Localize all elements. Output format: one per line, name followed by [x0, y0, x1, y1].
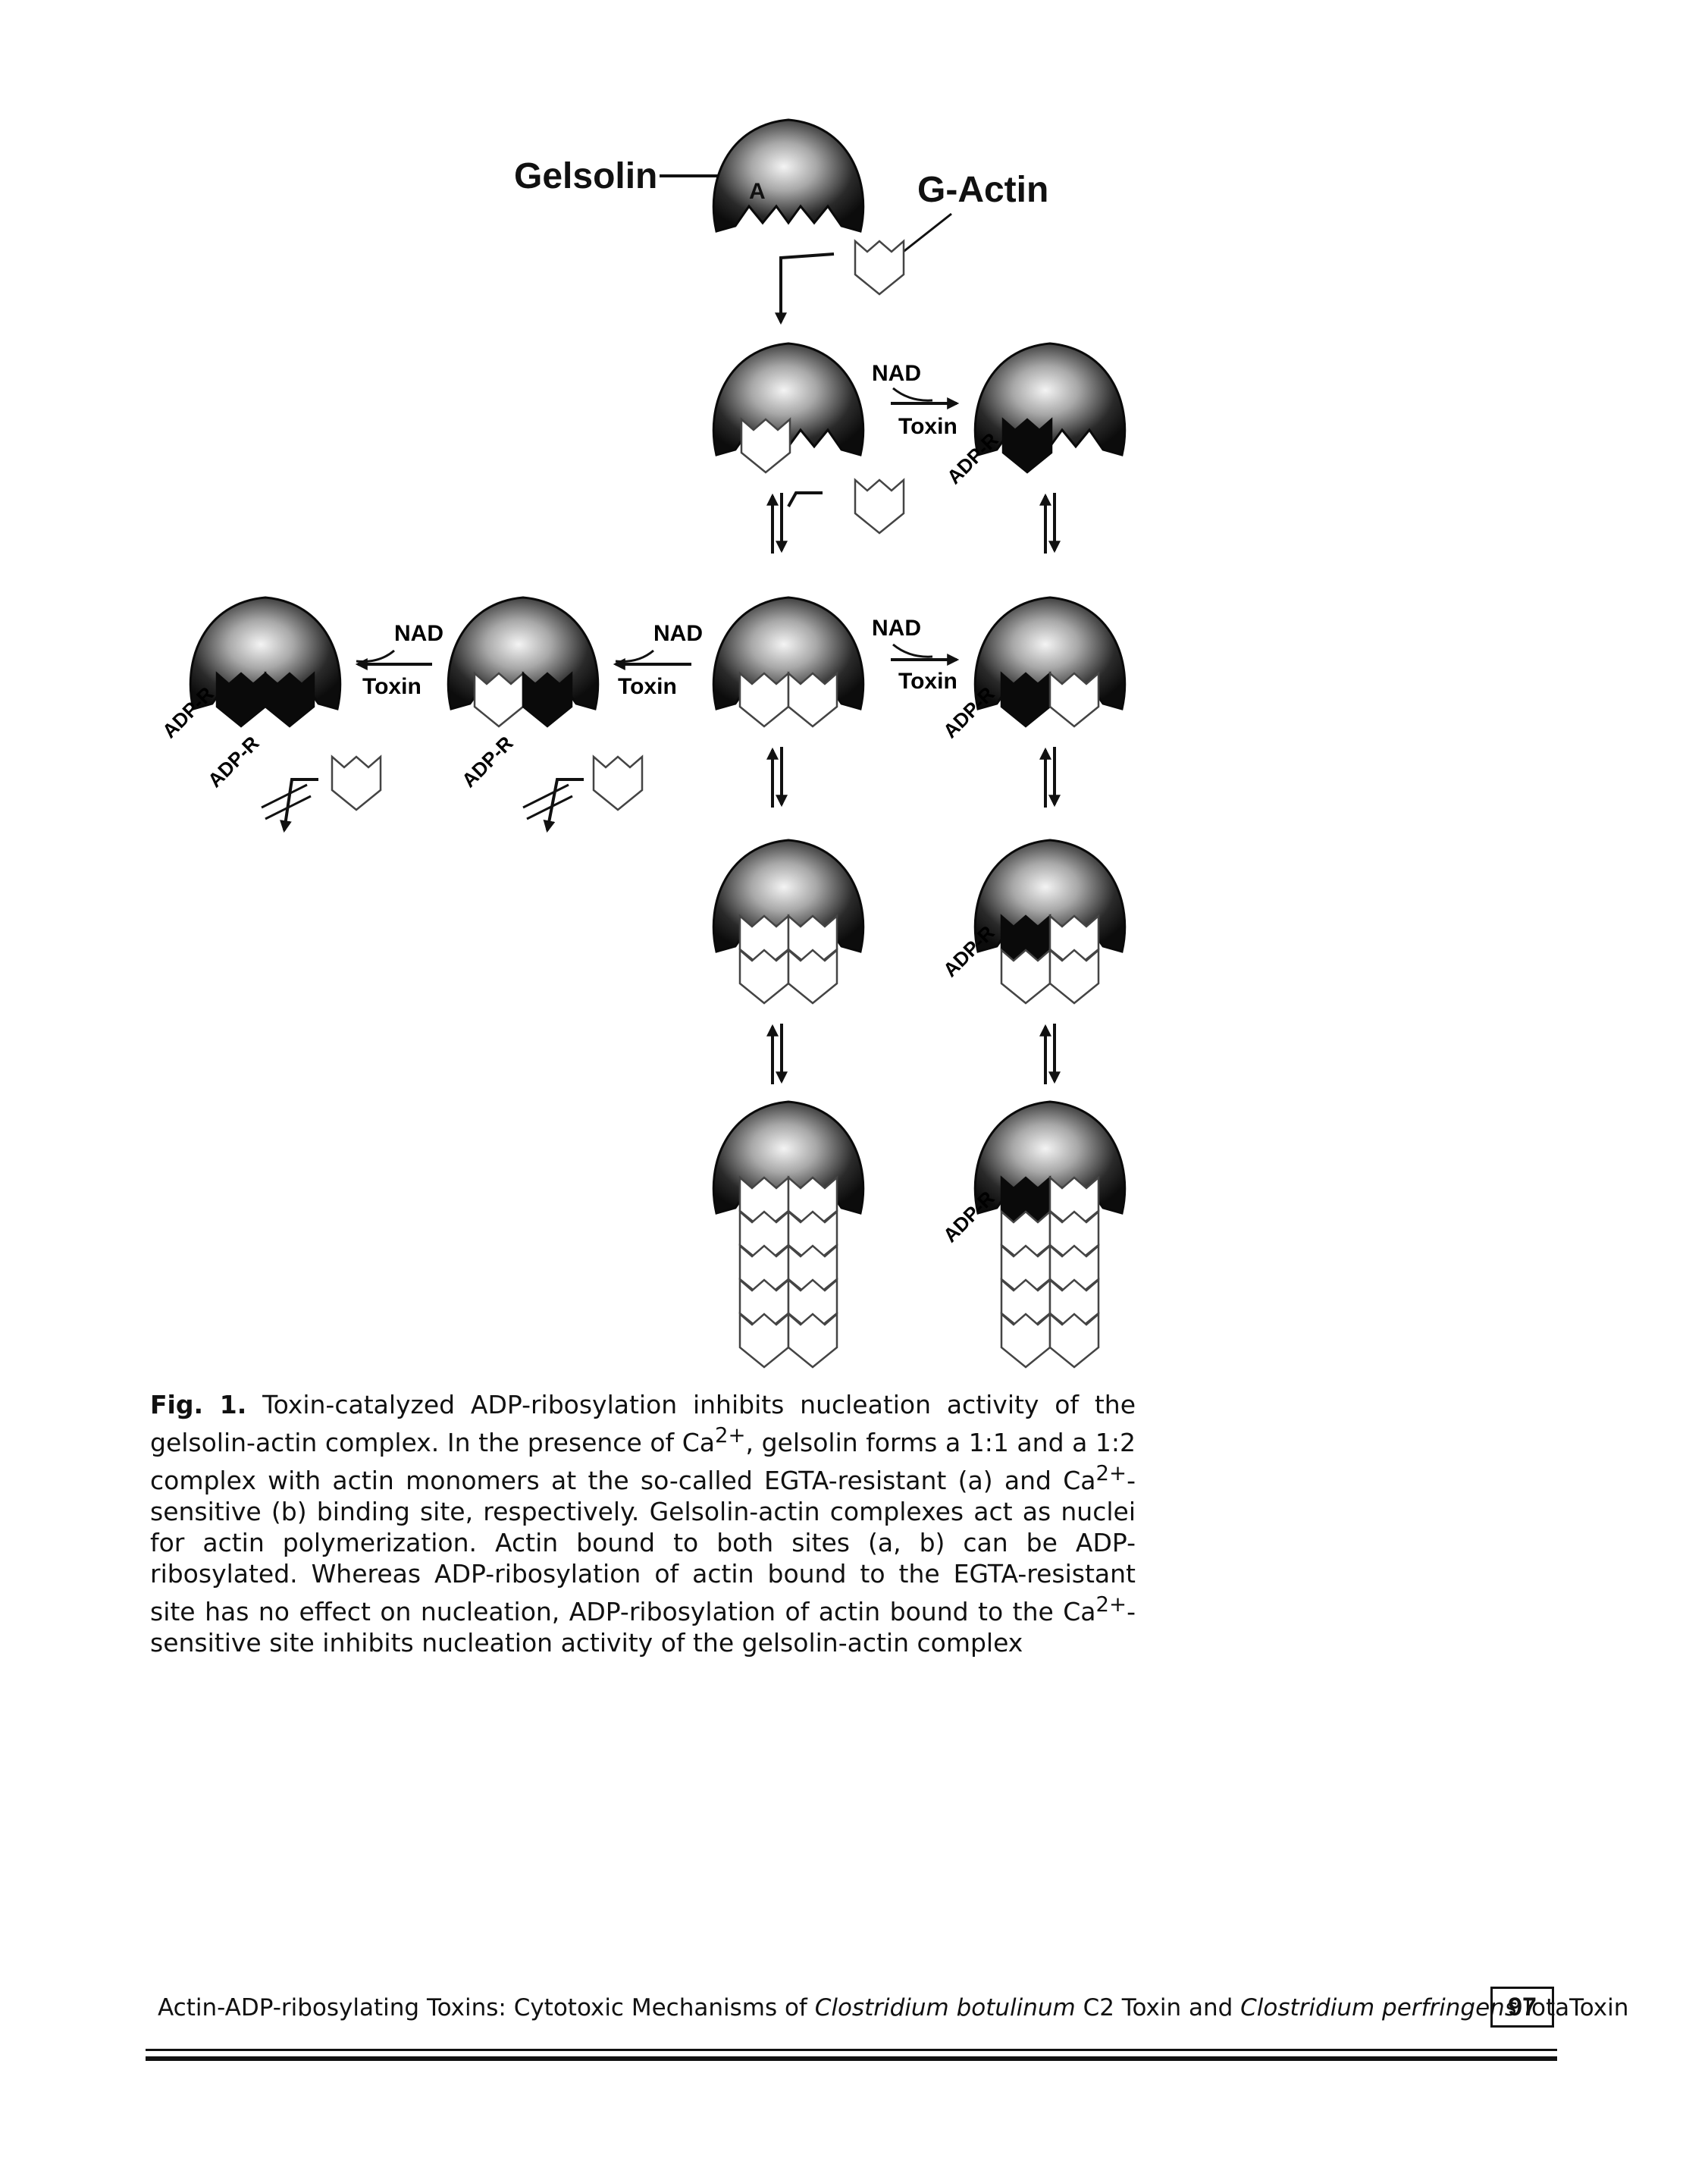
- row2-complexes: NAD Toxin ADP-R: [712, 342, 1127, 554]
- gelsolin-label: Gelsolin: [514, 156, 657, 196]
- toxin-label: Toxin: [618, 674, 677, 699]
- row4-complexes: ADP-R: [712, 839, 1127, 1084]
- footer-text: IotaToxin: [1516, 1994, 1629, 2021]
- adpr-label: ADP-R: [939, 1187, 999, 1247]
- footer-italic: Clostridium perfringens: [1240, 1994, 1517, 2021]
- caption-text: -sensitive (b) binding site, respectivel…: [150, 1466, 1136, 1626]
- figure-caption: Fig. 1. Toxin-catalyzed ADP-ribosylation…: [150, 1389, 1136, 1658]
- adpr-label: ADP-R: [203, 732, 264, 792]
- footer-italic: Clostridium botulinum: [814, 1994, 1076, 2021]
- nad-label: NAD: [872, 361, 921, 386]
- page-number: 97: [1490, 1987, 1554, 2028]
- superscript: 2+: [714, 1423, 746, 1447]
- footer-text: C2 Toxin and: [1075, 1994, 1241, 2021]
- toxin-label: Toxin: [898, 669, 957, 694]
- superscript: 2+: [1095, 1461, 1127, 1485]
- caption-text: Toxin-catalyzed ADP-ribosylation inhibit…: [150, 1390, 1136, 1457]
- gelsolin-actin-diagram: Gelsolin A G-Actin NAD Toxin ADP-R ADP-R…: [158, 118, 1127, 1369]
- footer-rule: [146, 2049, 1557, 2051]
- row5-filaments: ADP-R: [712, 1100, 1127, 1369]
- adpr-label: ADP-R: [457, 732, 518, 792]
- superscript: 2+: [1095, 1592, 1127, 1617]
- g-actin-label: G-Actin: [917, 170, 1048, 210]
- running-footer: Actin-ADP-ribosylating Toxins: Cytotoxic…: [158, 1994, 1628, 2021]
- toxin-label: Toxin: [362, 674, 422, 699]
- adpr-label: ADP-R: [939, 921, 999, 982]
- nad-label: NAD: [394, 621, 443, 646]
- top-gelsolin-group: Gelsolin A G-Actin: [514, 118, 1048, 325]
- caption-text: -sensitive site inhibits nucleation acti…: [150, 1597, 1136, 1658]
- row3-complexes: ADP-R ADP-R NAD Toxin ADP-R NAD Toxin NA…: [158, 596, 1127, 833]
- adpr-label: ADP-R: [158, 682, 218, 743]
- nad-label: NAD: [872, 616, 921, 641]
- site-a-label: A: [749, 179, 766, 204]
- nad-label: NAD: [653, 621, 703, 646]
- footer-text: Actin-ADP-ribosylating Toxins: Cytotoxic…: [158, 1994, 815, 2021]
- figure-label: Fig. 1.: [150, 1390, 247, 1419]
- toxin-label: Toxin: [898, 414, 957, 439]
- footer-rule-thick: [146, 2056, 1557, 2061]
- caption-text: , gelsolin forms a 1:1 and a 1:2 complex…: [150, 1428, 1136, 1495]
